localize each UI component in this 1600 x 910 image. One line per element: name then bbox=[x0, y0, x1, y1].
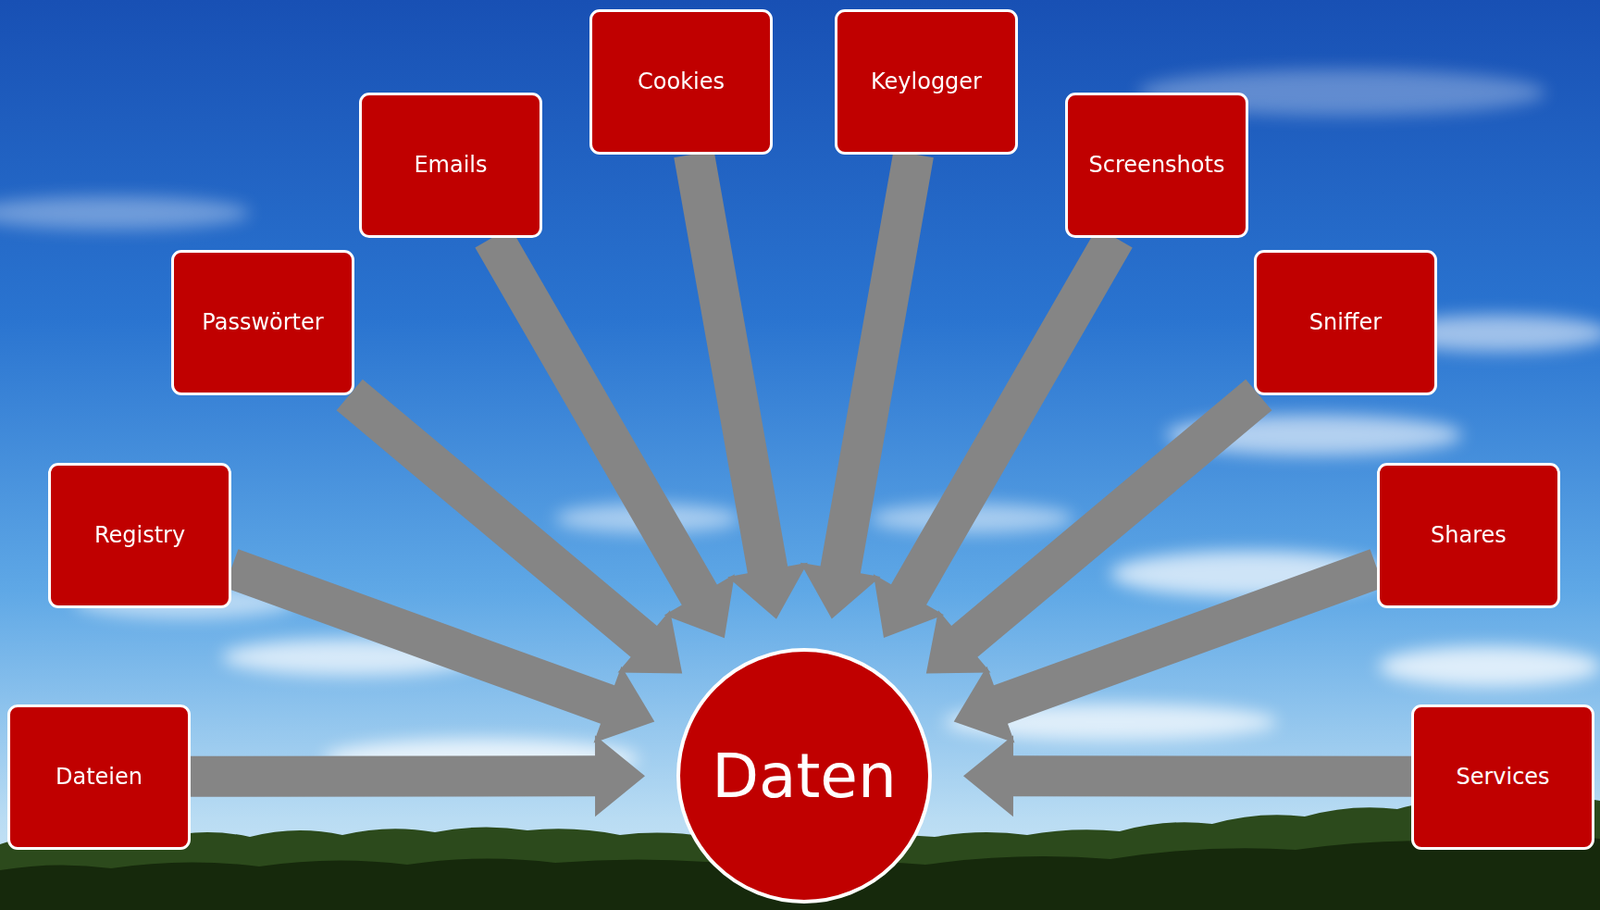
box-label: Emails bbox=[413, 151, 487, 178]
block-arrow bbox=[954, 548, 1385, 743]
source-box: Cookies bbox=[589, 9, 773, 155]
source-box: Keylogger bbox=[834, 9, 1018, 155]
source-box: Sniffer bbox=[1253, 249, 1438, 396]
source-box: Services bbox=[1411, 704, 1595, 850]
box-label: Shares bbox=[1430, 521, 1507, 548]
block-arrow bbox=[963, 734, 1412, 817]
data-circle: Daten bbox=[676, 647, 932, 904]
source-box: Registry bbox=[48, 462, 232, 608]
source-box: Emails bbox=[359, 92, 543, 238]
box-label: Screenshots bbox=[1089, 151, 1226, 178]
circle-label: Daten bbox=[711, 740, 897, 812]
block-arrow bbox=[190, 734, 645, 817]
box-label: Registry bbox=[94, 521, 186, 548]
source-box: Shares bbox=[1376, 462, 1561, 608]
source-box: Passwörter bbox=[171, 249, 355, 396]
box-label: Services bbox=[1455, 763, 1550, 790]
block-arrow bbox=[224, 548, 656, 743]
source-box: Screenshots bbox=[1065, 92, 1249, 238]
box-label: Dateien bbox=[55, 763, 143, 790]
block-arrow bbox=[474, 226, 734, 638]
block-arrow bbox=[873, 227, 1133, 639]
box-label: Sniffer bbox=[1309, 309, 1382, 335]
box-label: Cookies bbox=[637, 68, 725, 95]
box-label: Passwörter bbox=[201, 309, 323, 335]
box-label: Keylogger bbox=[870, 68, 982, 95]
source-box: Dateien bbox=[7, 704, 191, 850]
